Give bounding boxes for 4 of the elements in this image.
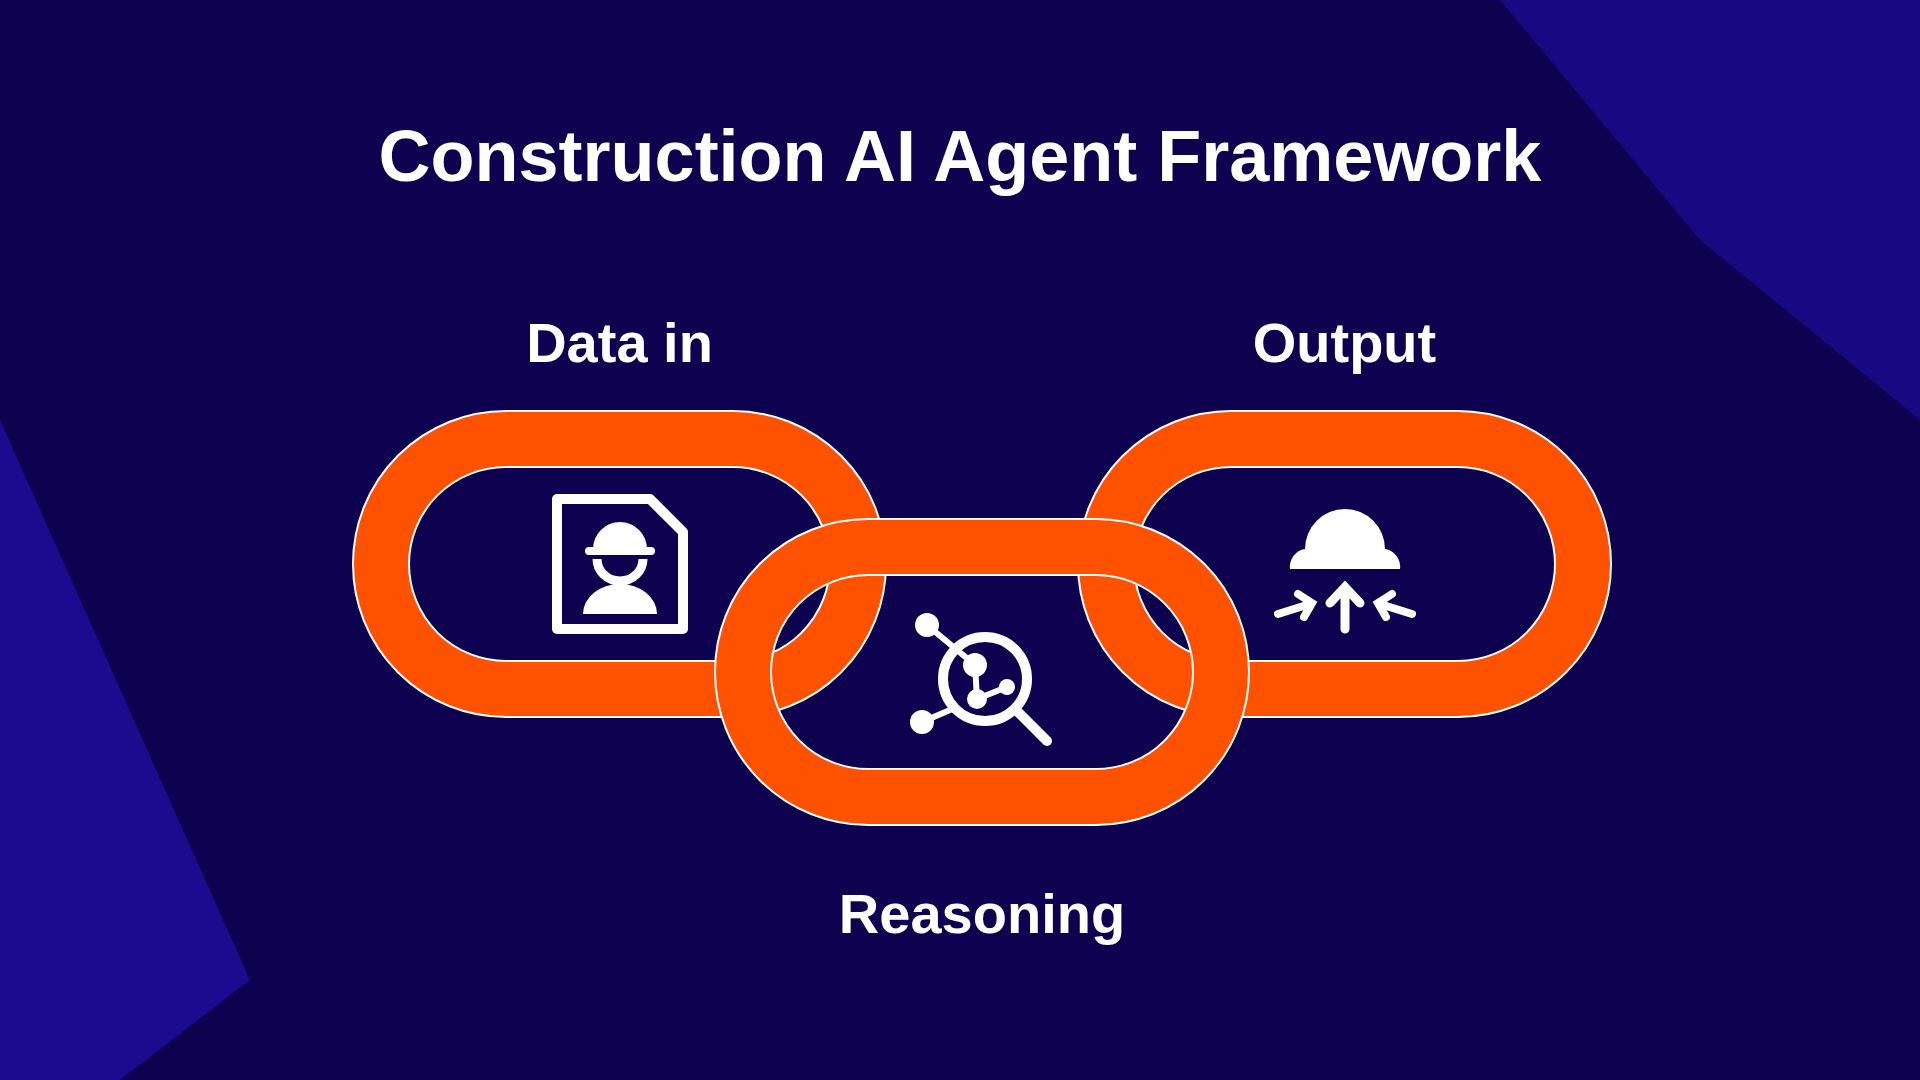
title: Construction AI Agent Framework: [377, 115, 1543, 197]
step-heading: Reasoning: [838, 881, 1126, 946]
step-heading: Data in: [526, 310, 713, 375]
step-heading: Output: [1252, 310, 1437, 375]
